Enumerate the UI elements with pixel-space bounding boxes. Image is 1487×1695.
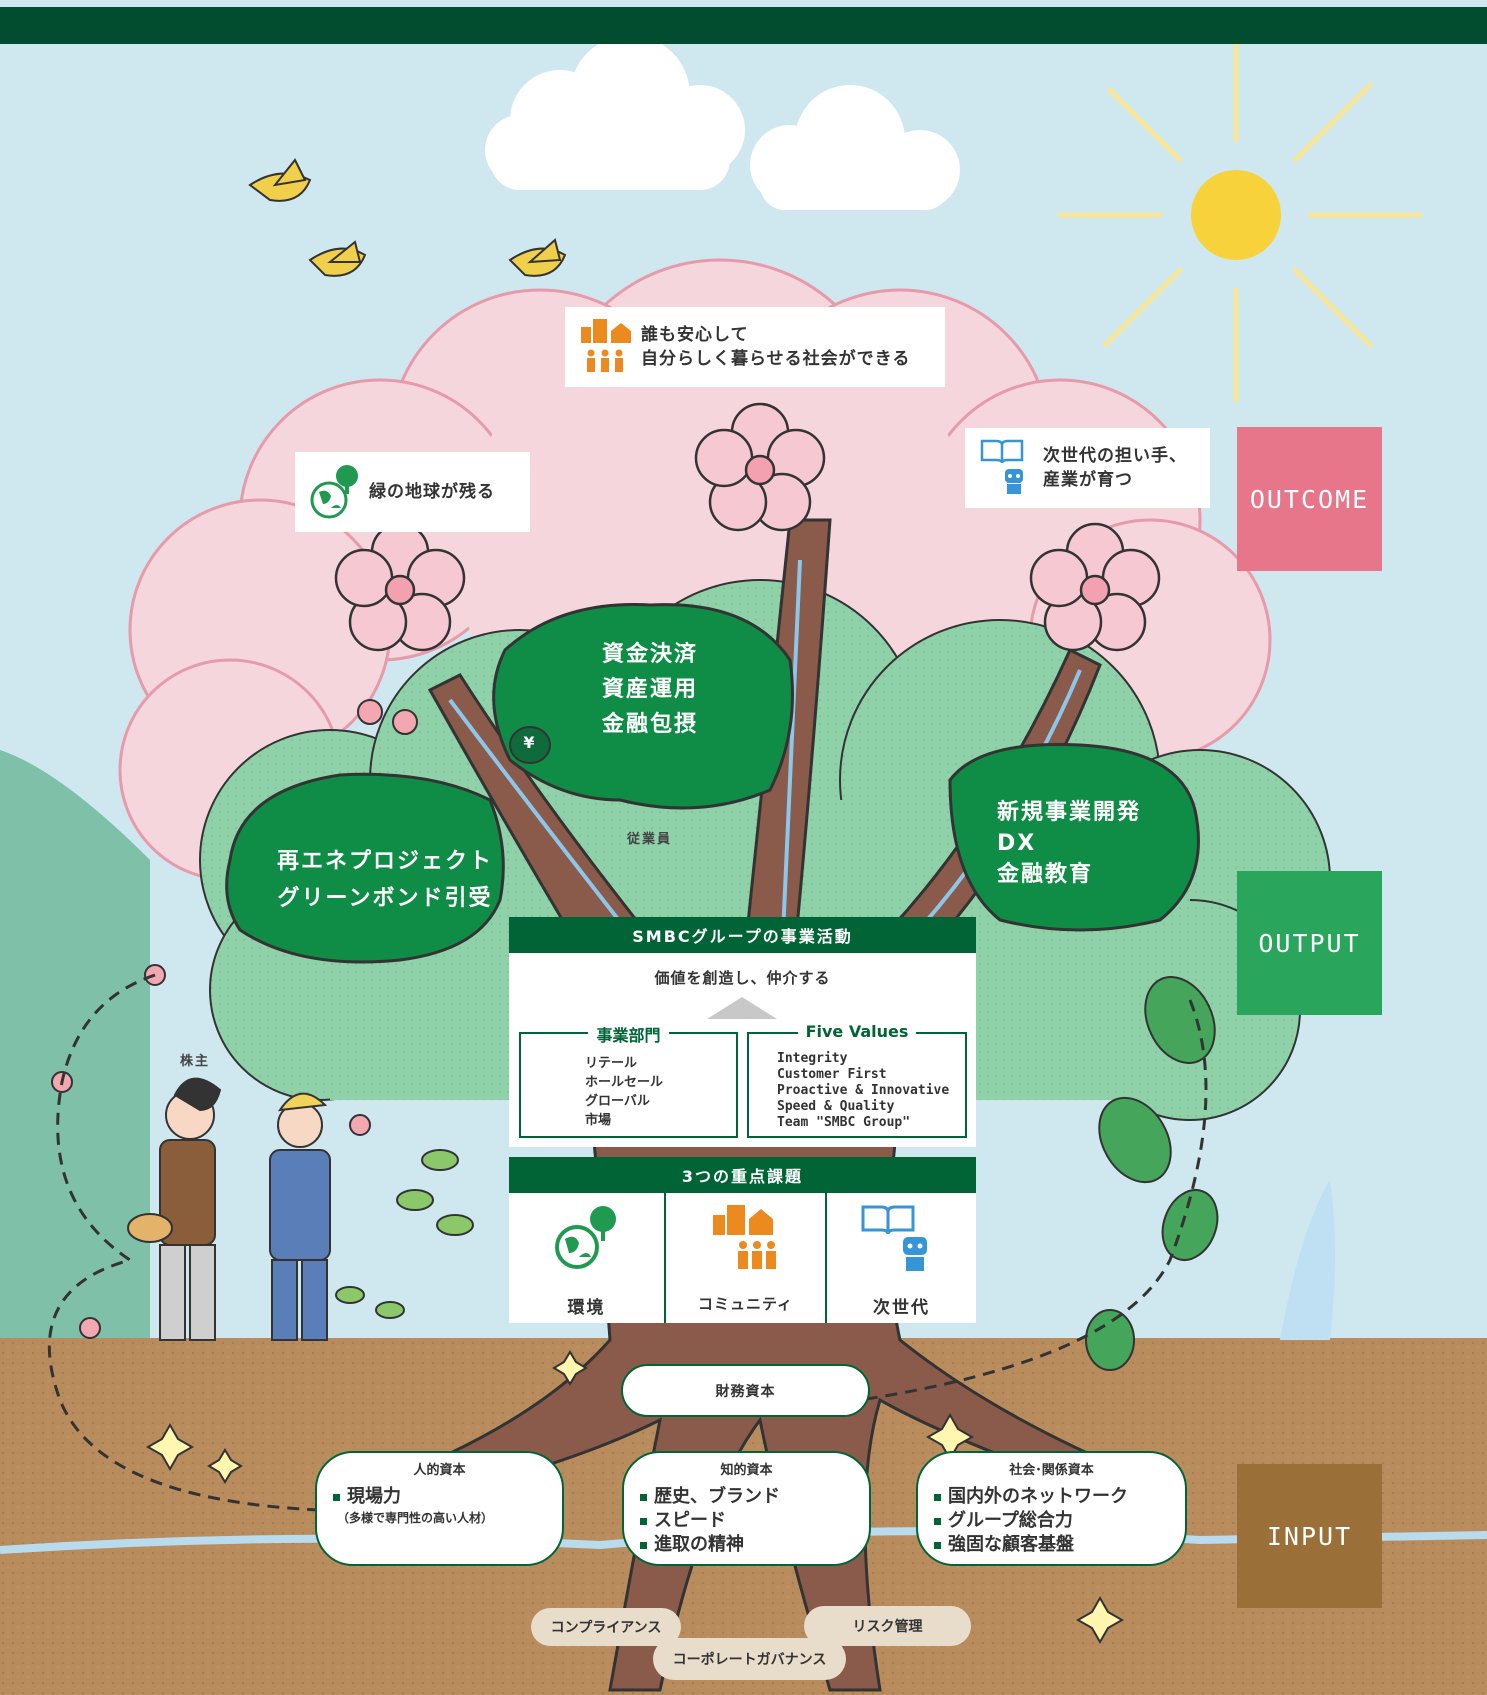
- leaf-center-text: 資金決済 資産運用 金融包摂: [601, 642, 698, 737]
- outcome-environment: 緑の地球が残る: [295, 452, 530, 532]
- priority-community: コミュニティ: [697, 1295, 794, 1313]
- earth-tree-icon: [310, 465, 358, 519]
- social-capital-item: 強固な顧客基盤: [918, 1533, 1185, 1557]
- five-values-list: Integrity Customer First Proactive & Inn…: [777, 1051, 949, 1131]
- top-bar: [0, 7, 1487, 44]
- business-panel: SMBCグループの事業活動 価値を創造し、仲介する 事業部門 リテール ホールセ…: [509, 917, 976, 1147]
- priority-environment: 環境: [567, 1298, 606, 1318]
- yen-symbol: ¥: [523, 733, 537, 752]
- leaf-right-text: 新規事業開発 DX 金融教育: [997, 800, 1142, 887]
- social-capital-title: 社会･関係資本: [1009, 1463, 1094, 1478]
- cherry: [51, 699, 418, 1339]
- sparkle: [145, 1350, 1125, 1645]
- governance-corporate: コーポレートガバナンス: [653, 1638, 846, 1680]
- division-item: リテール: [585, 1056, 638, 1071]
- value-item: Customer First: [777, 1067, 887, 1082]
- five-values-title: Five Values: [797, 1022, 917, 1041]
- business-subtitle: 価値を創造し、仲介する: [654, 969, 831, 987]
- community-icon: [713, 1205, 776, 1269]
- stage-input: INPUT: [1237, 1464, 1382, 1608]
- coin-purse: [509, 726, 551, 764]
- environment-icon: [555, 1206, 616, 1269]
- divisions-list: リテール ホールセール グローバル 市場: [585, 1054, 663, 1130]
- shareholders-label: 株主: [180, 1054, 211, 1069]
- stage-outcome: OUTCOME: [1237, 427, 1382, 571]
- value-item: Proactive & Innovative: [777, 1083, 950, 1098]
- divisions-box: 事業部門 リテール ホールセール グローバル 市場: [519, 1026, 738, 1138]
- governance-risk: リスク管理: [804, 1606, 971, 1646]
- outcome-community: 誰も安心して 自分らしく暮らせる社会ができる: [565, 307, 945, 387]
- human-capital: 人的資本 現場力 （多様で専門性の高い人材）: [315, 1451, 564, 1566]
- book-robot-icon: [861, 1205, 927, 1271]
- outcome-next-generation-text: 次世代の担い手、 産業が育つ: [1043, 446, 1187, 490]
- cherry-blossom: [334, 402, 1161, 652]
- stage-output: OUTPUT: [1237, 871, 1382, 1015]
- leaf-left-text: 再エネプロジェクト グリーンボンド引受: [276, 849, 493, 911]
- community-icon: [581, 319, 631, 372]
- value-item: Team "SMBC Group": [777, 1115, 911, 1130]
- divisions-title: 事業部門: [588, 1026, 669, 1045]
- social-capital-item: 国内外のネットワーク: [918, 1485, 1185, 1509]
- five-values-box: Five Values Integrity Customer First Pro…: [747, 1022, 967, 1138]
- priority-next-generation: 次世代: [873, 1298, 930, 1318]
- employees-label: 従業員: [627, 832, 673, 847]
- financial-capital-label: 財務資本: [715, 1384, 776, 1400]
- leaf-shape: [225, 603, 1200, 964]
- priorities-title: 3つの重点課題: [509, 1157, 976, 1193]
- outcome-environment-text: 緑の地球が残る: [369, 482, 495, 502]
- outcome-community-text: 誰も安心して 自分らしく暮らせる社会ができる: [641, 325, 911, 369]
- priorities-panel: 3つの重点課題 環境 コミュニティ 次世代: [509, 1157, 976, 1323]
- financial-capital: 財務資本: [621, 1364, 870, 1417]
- intellectual-capital-item: 進取の精神: [624, 1533, 869, 1557]
- book-robot-icon: [980, 439, 1024, 494]
- governance-compliance: コンプライアンス: [531, 1608, 681, 1646]
- division-item: 市場: [585, 1113, 612, 1128]
- division-item: グローバル: [585, 1094, 650, 1109]
- human-capital-title: 人的資本: [413, 1463, 466, 1478]
- value-item: Speed & Quality: [777, 1099, 895, 1114]
- intellectual-capital-title: 知的資本: [720, 1463, 773, 1478]
- social-capital-item: グループ総合力: [918, 1509, 1185, 1533]
- shareholders-figures: [127, 1077, 331, 1341]
- intellectual-capital: 知的資本 歴史、ブランド スピード 進取の精神: [622, 1451, 871, 1566]
- bird: [248, 158, 567, 277]
- social-capital: 社会･関係資本 国内外のネットワーク グループ総合力 強固な顧客基盤: [916, 1451, 1187, 1566]
- division-item: ホールセール: [585, 1075, 664, 1090]
- sun: [1057, 37, 1423, 403]
- intellectual-capital-item: スピード: [624, 1509, 869, 1533]
- value-item: Integrity: [777, 1051, 848, 1066]
- cloud: [485, 35, 960, 210]
- human-capital-note: （多様で専門性の高い人材）: [337, 1511, 494, 1525]
- business-title: SMBCグループの事業活動: [509, 917, 976, 953]
- human-capital-item: 現場力: [317, 1485, 562, 1509]
- up-arrow-icon: [707, 997, 777, 1019]
- outcome-next-generation: 次世代の担い手、 産業が育つ: [965, 428, 1210, 508]
- intellectual-capital-item: 歴史、ブランド: [624, 1485, 869, 1509]
